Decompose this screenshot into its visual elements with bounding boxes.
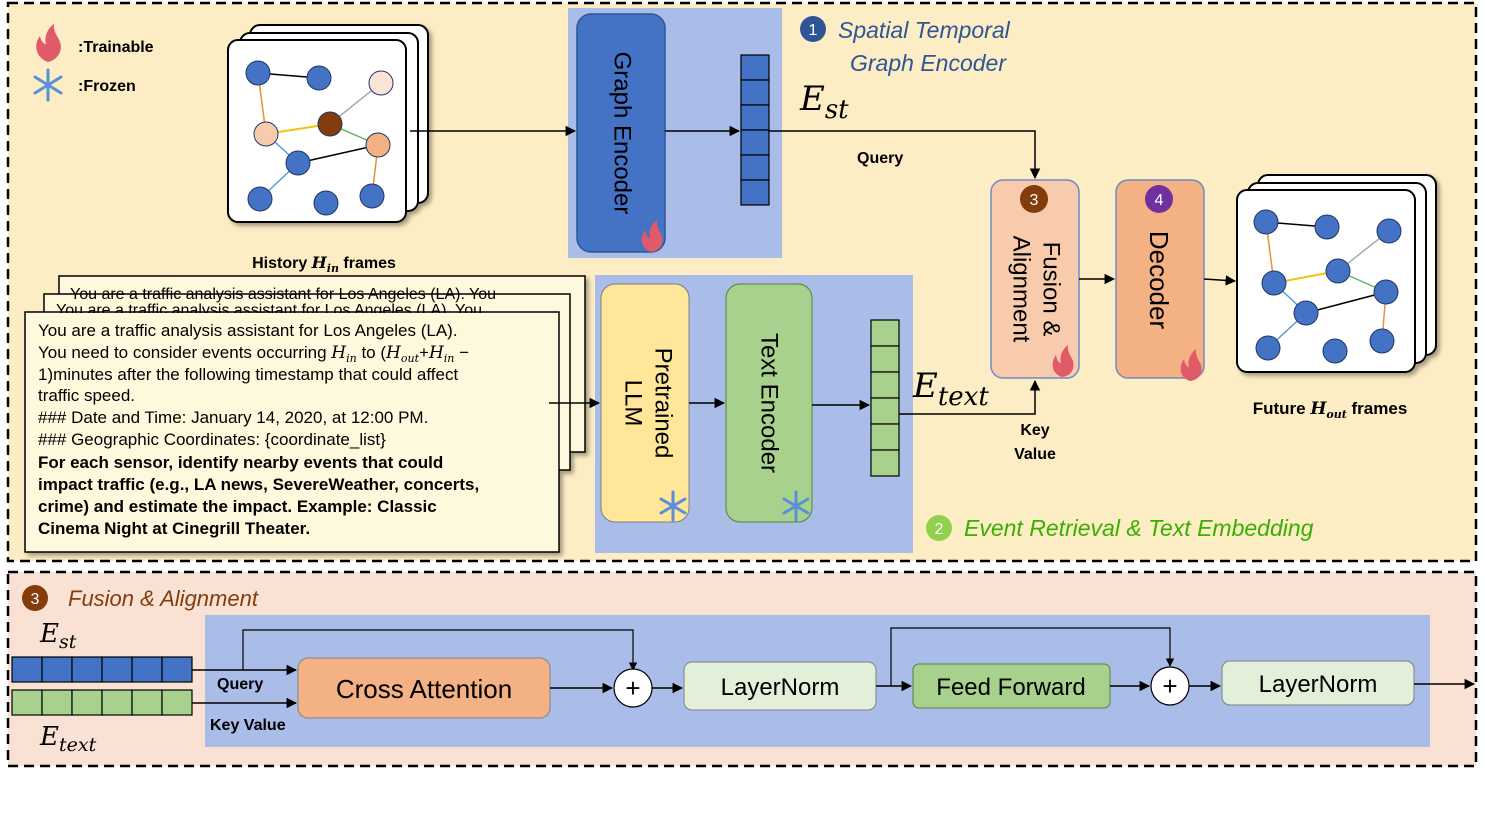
keyvalue-label-bottom: Key Value [210, 717, 286, 734]
prompt-line-6: ### Geographic Coordinates: {coordinate_… [38, 430, 386, 449]
graph-encoder-fire-icon [641, 220, 663, 252]
future-graph [1253, 209, 1402, 364]
prompt-back-text-1: You are a traffic analysis assistant for… [70, 286, 496, 303]
section1-title-line2: Graph Encoder [850, 50, 1007, 76]
residual-connection-2 [890, 627, 1175, 686]
history-graph [245, 60, 394, 216]
fire-icon [36, 24, 61, 62]
est-token-column [740, 54, 770, 206]
legend-frozen: :Frozen [78, 78, 136, 95]
prompt-line-2: You need to consider events occurring Hi… [38, 343, 469, 365]
prompt-line-1: You are a traffic analysis assistant for… [38, 321, 458, 340]
fusion-badge [1020, 185, 1048, 213]
section3-title: Fusion & Alignment [68, 586, 259, 611]
encoder-snowflake-icon [782, 490, 810, 522]
decoder-label: Decoder [1144, 231, 1174, 330]
est-label-bottom: Est [39, 619, 77, 653]
prompt-bold-3: crime) and estimate the impact. Example:… [38, 497, 437, 516]
fusion-fire-icon [1052, 345, 1074, 377]
est-label-top: Est [799, 79, 849, 125]
etext-token-column [870, 319, 900, 477]
fusion-label-line2: Alignment [1008, 236, 1035, 343]
snowflake-icon [33, 68, 63, 102]
arrow-decoder-to-future [1203, 275, 1237, 286]
etext-label-top: Etext [912, 366, 989, 412]
prompt-front: You are a traffic analysis assistant for… [38, 321, 479, 538]
layernorm-1-label: LayerNorm [721, 674, 840, 701]
cross-attention-label: Cross Attention [336, 674, 512, 704]
arrow-etext-to-fusion [899, 379, 1041, 415]
key-label-top: Key [1020, 422, 1049, 439]
section3-badge-number: 3 [31, 591, 40, 608]
graph-encoder-block [576, 13, 666, 253]
etext-label-bottom: Etext [39, 722, 97, 756]
prompt-bold-2: impact traffic (e.g., LA news, SevereWea… [38, 475, 479, 494]
section2-title: Event Retrieval & Text Embedding [964, 515, 1314, 541]
add-node-2-symbol: + [1162, 671, 1177, 701]
prompt-line-3: 1)minutes after the following timestamp … [38, 365, 458, 384]
fusion-badge-number: 3 [1030, 192, 1039, 209]
future-label: Future Hout frames [1253, 399, 1408, 421]
decoder-badge-number: 4 [1155, 192, 1164, 209]
history-label: History Hin frames [252, 253, 396, 275]
add-node-1-symbol: + [625, 673, 640, 703]
section2-badge-number: 2 [935, 521, 944, 538]
est-token-row [11, 656, 193, 683]
decoder-badge [1145, 185, 1173, 213]
section1-badge-number: 1 [809, 22, 818, 39]
text-encoder-label: Text Encoder [756, 333, 783, 473]
llm-label-line1: Pretrained [650, 348, 677, 459]
section1-title-line1: Spatial Temporal [838, 17, 1011, 43]
prompt-line-4: traffic speed. [38, 386, 135, 405]
prompt-bold-4: Cinema Night at Cinegrill Theater. [38, 519, 310, 538]
llm-label-line2: LLM [620, 380, 647, 427]
graph-encoder-label: Graph Encoder [609, 52, 636, 215]
section3-badge [22, 585, 48, 611]
section2-badge [926, 515, 952, 541]
residual-connection-1 [242, 629, 638, 671]
layernorm-2-block [1221, 660, 1415, 706]
etext-token-row [11, 689, 193, 716]
legend: :Trainable :Frozen [33, 24, 154, 102]
query-label-top: Query [857, 150, 903, 167]
legend-trainable: :Trainable [78, 39, 154, 56]
prompt-bold-1: For each sensor, identify nearby events … [38, 453, 443, 472]
text-encoder-block [725, 283, 813, 523]
feed-forward-label: Feed Forward [936, 674, 1085, 701]
query-label-bottom: Query [217, 676, 263, 693]
prompt-line-5: ### Date and Time: January 14, 2020, at … [38, 408, 428, 427]
layernorm-2-label: LayerNorm [1259, 671, 1378, 698]
llm-snowflake-icon [659, 490, 687, 522]
value-label-top: Value [1014, 446, 1056, 463]
section1-badge [800, 16, 826, 42]
decoder-fire-icon [1180, 349, 1202, 381]
arrow-est-to-fusion [769, 130, 1041, 180]
fusion-label-line1: Fusion & [1038, 242, 1065, 337]
